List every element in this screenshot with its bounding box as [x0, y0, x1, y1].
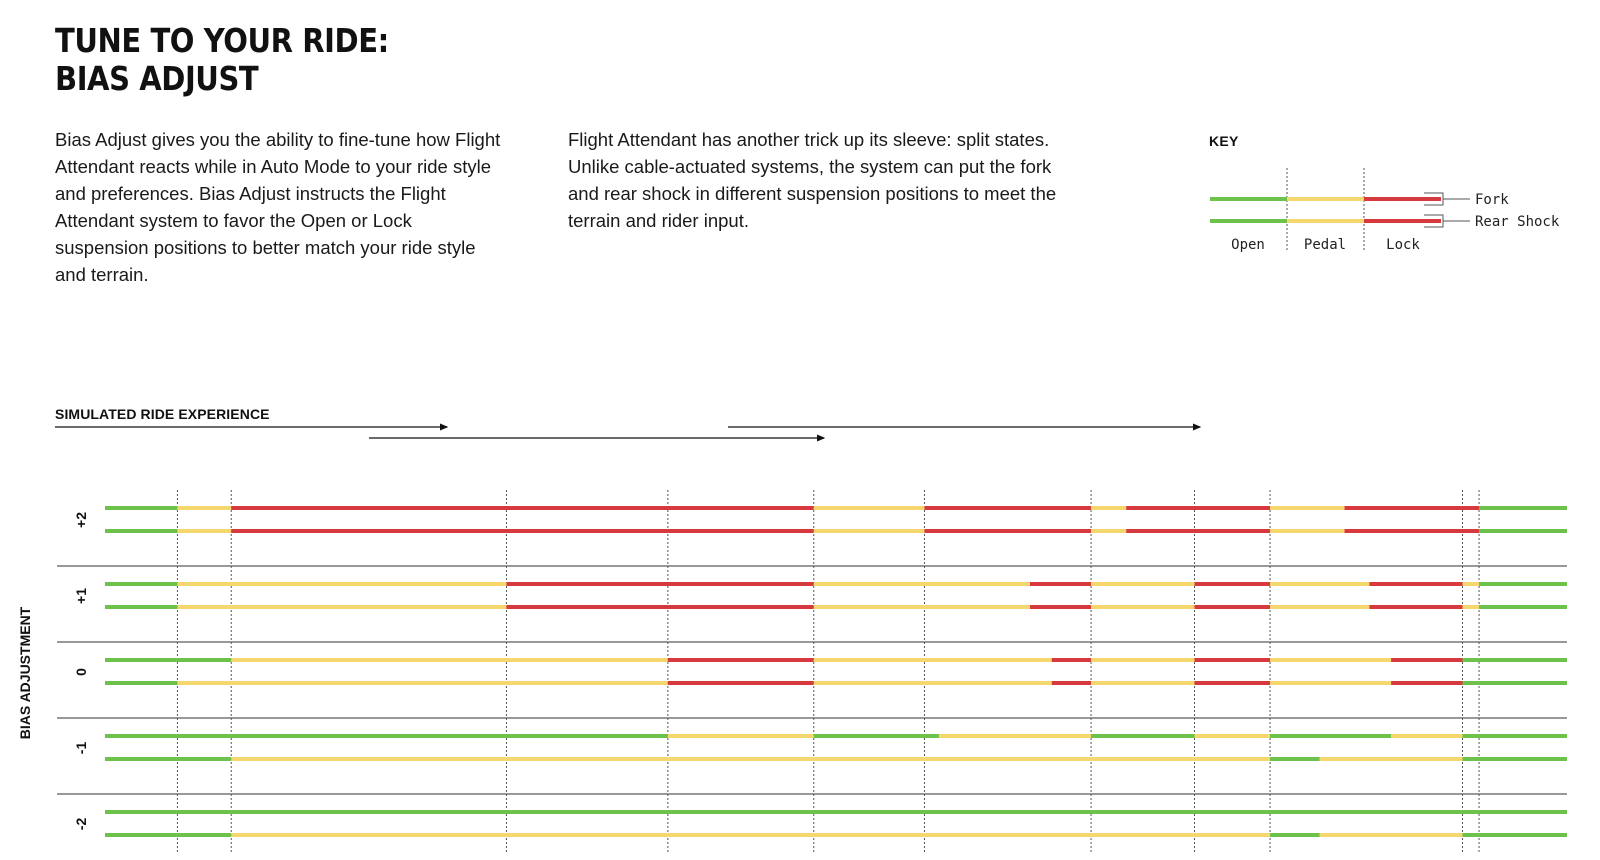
key-legend: Fork Rear Shock Open Pedal Lock — [1210, 168, 1560, 253]
key-fork-label: Fork — [1475, 192, 1509, 208]
row-label-plus1: +1 — [73, 588, 89, 604]
intro-paragraph-bias: Bias Adjust gives you the ability to fin… — [55, 129, 501, 285]
title-line-1: TUNE TO YOUR RIDE: — [55, 21, 389, 60]
title-line-2: BIAS ADJUST — [55, 59, 259, 98]
chart-section-title: SIMULATED RIDE EXPERIENCE — [55, 406, 270, 422]
page-title: TUNE TO YOUR RIDE: BIAS ADJUST — [55, 22, 389, 98]
key-state-open: Open — [1231, 237, 1265, 253]
chart-plot-area: +2 +1 0 -1 -2 — [57, 490, 1567, 852]
y-axis-label: BIAS ADJUSTMENT — [17, 606, 33, 739]
row-label-minus1: -1 — [73, 742, 89, 755]
row-label-plus2: +2 — [73, 512, 89, 528]
key-title: KEY — [1209, 133, 1239, 149]
key-state-lock: Lock — [1386, 237, 1420, 253]
row-label-minus2: -2 — [73, 818, 89, 831]
row-label-0: 0 — [73, 668, 89, 676]
intro-paragraph-split-states: Flight Attendant has another trick up it… — [568, 129, 1057, 231]
key-rear-shock-label: Rear Shock — [1475, 214, 1560, 230]
key-state-pedal: Pedal — [1304, 237, 1346, 253]
